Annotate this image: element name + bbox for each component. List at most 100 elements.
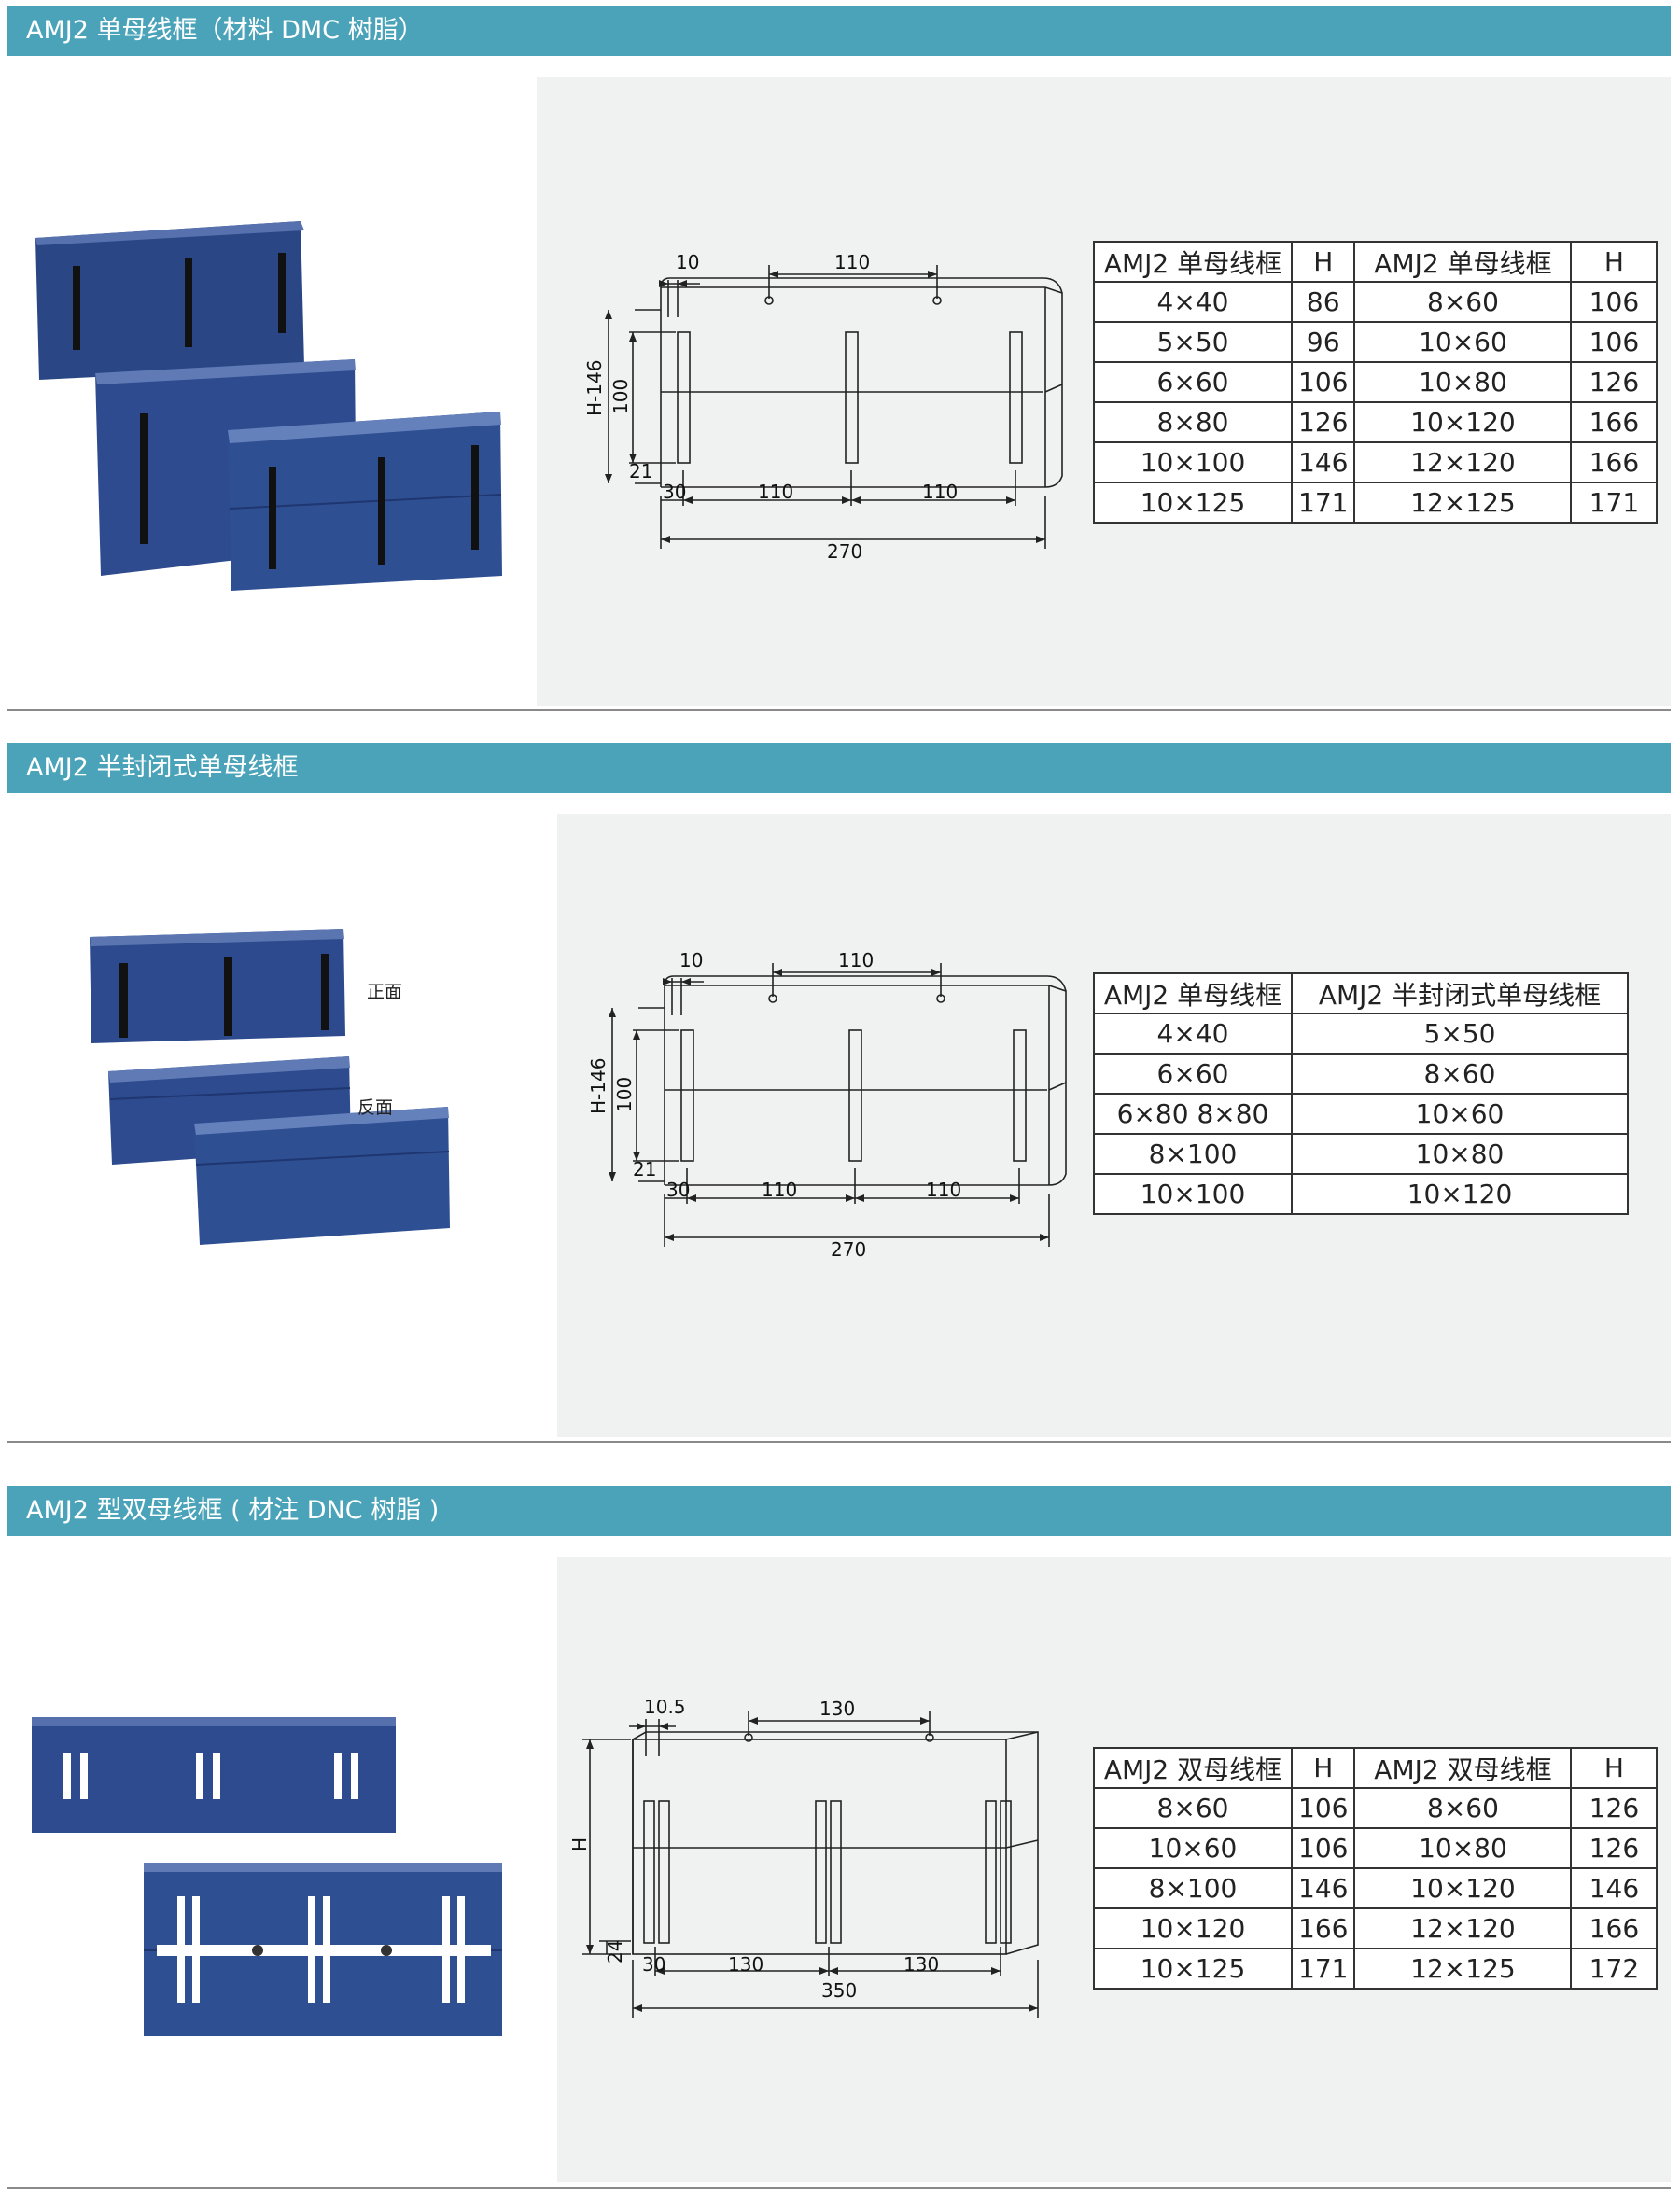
dim-left-margin: 30 bbox=[666, 1179, 690, 1201]
dim-bottom-gap: 21 bbox=[633, 1158, 656, 1180]
dim-span2: 110 bbox=[922, 481, 958, 503]
section-title: AMJ2 单母线框（材料 DMC 树脂） bbox=[7, 6, 1671, 56]
dim-span1: 130 bbox=[728, 1953, 763, 1976]
table-cell: 171 bbox=[1290, 1948, 1356, 1990]
table-header: H bbox=[1570, 1747, 1659, 1789]
table-header: AMJ2 单母线框 bbox=[1093, 241, 1293, 283]
table-cell: 106 bbox=[1290, 1827, 1356, 1869]
table-header: AMJ2 单母线框 bbox=[1353, 241, 1573, 283]
table-cell: 10×120 bbox=[1353, 401, 1573, 443]
photo-label-front: 正面 bbox=[367, 982, 403, 1002]
table-cell: 126 bbox=[1290, 401, 1356, 443]
table-cell: 126 bbox=[1570, 1827, 1659, 1869]
dim-left-margin: 30 bbox=[663, 481, 686, 503]
dimension-drawing-double-frame: 10.5 130 H 24 30 130 130 350 bbox=[571, 1700, 1039, 2018]
table-cell: 8×60 bbox=[1353, 281, 1573, 323]
table-cell: 8×60 bbox=[1291, 1053, 1629, 1095]
table-cell: 12×125 bbox=[1353, 1948, 1573, 1990]
dim-span2: 110 bbox=[926, 1179, 961, 1201]
dim-span1: 110 bbox=[758, 481, 793, 503]
dim-inner-height: 100 bbox=[609, 379, 632, 414]
table-cell: 5×50 bbox=[1093, 321, 1293, 363]
table-header-row: AMJ2 单母线框 AMJ2 半封闭式单母线框 bbox=[1093, 972, 1629, 1014]
product-photo-semi-closed-frame bbox=[90, 929, 450, 1245]
table-cell: 8×80 bbox=[1093, 401, 1293, 443]
dim-bottom-gap: 24 bbox=[604, 1940, 626, 1963]
table-cell: 10×80 bbox=[1353, 1827, 1573, 1869]
table-cell: 106 bbox=[1570, 321, 1659, 363]
table-cell: 10×60 bbox=[1353, 321, 1573, 363]
product-photo-double-frame bbox=[32, 1717, 502, 2036]
table-cell: 96 bbox=[1290, 321, 1356, 363]
dimension-drawing-single-frame: 10 110 H-146 100 21 30 110 110 270 bbox=[583, 251, 1063, 563]
table-cell: 146 bbox=[1290, 1867, 1356, 1909]
table-header: H bbox=[1570, 241, 1659, 283]
dim-inner-height: 100 bbox=[613, 1077, 636, 1112]
table-header: AMJ2 双母线框 bbox=[1353, 1747, 1573, 1789]
dim-left-margin: 30 bbox=[642, 1953, 665, 1976]
table-cell: 86 bbox=[1290, 281, 1356, 323]
section-single-busbar-frame: AMJ2 单母线框（材料 DMC 树脂） bbox=[0, 0, 1680, 719]
dim-top-left: 10 bbox=[679, 949, 703, 971]
section-title: AMJ2 半封闭式单母线框 bbox=[7, 743, 1671, 793]
table-cell: 10×120 bbox=[1093, 1907, 1293, 1949]
table-cell: 6×80 8×80 bbox=[1093, 1093, 1293, 1135]
table-cell: 106 bbox=[1290, 1787, 1356, 1829]
table-cell: 166 bbox=[1290, 1907, 1356, 1949]
table-cell: 8×60 bbox=[1353, 1787, 1573, 1829]
dim-height: H-146 bbox=[583, 360, 606, 416]
table-cell: 4×40 bbox=[1093, 281, 1293, 323]
table-header: AMJ2 半封闭式单母线框 bbox=[1291, 972, 1629, 1014]
section-title: AMJ2 型双母线框 ( 材注 DNC 树脂 ) bbox=[7, 1486, 1671, 1536]
table-cell: 10×100 bbox=[1093, 441, 1293, 483]
section-double-busbar-frame: AMJ2 型双母线框 ( 材注 DNC 树脂 ) bbox=[0, 1476, 1680, 2193]
dim-top-left: 10.5 bbox=[644, 1700, 686, 1718]
table-cell: 106 bbox=[1290, 361, 1356, 403]
table-cell: 10×120 bbox=[1353, 1867, 1573, 1909]
table-cell: 106 bbox=[1570, 281, 1659, 323]
dim-total: 270 bbox=[831, 1238, 866, 1261]
table-cell: 166 bbox=[1570, 401, 1659, 443]
table-cell: 10×125 bbox=[1093, 482, 1293, 524]
table-cell: 12×120 bbox=[1353, 1907, 1573, 1949]
dim-top-span: 130 bbox=[819, 1700, 855, 1720]
table-cell: 146 bbox=[1290, 441, 1356, 483]
table-cell: 5×50 bbox=[1291, 1013, 1629, 1055]
table-cell: 10×60 bbox=[1093, 1827, 1293, 1869]
table-header-row: AMJ2 双母线框 H AMJ2 双母线框 H bbox=[1093, 1747, 1659, 1789]
table-cell: 12×125 bbox=[1353, 482, 1573, 524]
dim-span1: 110 bbox=[762, 1179, 797, 1201]
table-cell: 171 bbox=[1570, 482, 1659, 524]
product-photo-single-frame bbox=[35, 221, 502, 591]
section-semi-closed-frame: AMJ2 半封闭式单母线框 正面 反面 bbox=[0, 733, 1680, 1452]
table-cell: 10×60 bbox=[1291, 1093, 1629, 1135]
table-cell: 10×80 bbox=[1353, 361, 1573, 403]
table-cell: 146 bbox=[1570, 1867, 1659, 1909]
section-divider bbox=[7, 2187, 1671, 2189]
dim-span2: 130 bbox=[903, 1953, 939, 1976]
photo-label-back: 反面 bbox=[357, 1097, 394, 1118]
dim-bottom-gap: 21 bbox=[629, 460, 652, 482]
table-cell: 6×60 bbox=[1093, 1053, 1293, 1095]
table-cell: 10×120 bbox=[1291, 1173, 1629, 1215]
dim-total: 350 bbox=[821, 1979, 857, 2002]
dim-height: H-146 bbox=[587, 1058, 609, 1114]
dim-total: 270 bbox=[827, 540, 862, 563]
table-cell: 10×80 bbox=[1291, 1133, 1629, 1175]
table-cell: 12×120 bbox=[1353, 441, 1573, 483]
table-header: AMJ2 双母线框 bbox=[1093, 1747, 1293, 1789]
